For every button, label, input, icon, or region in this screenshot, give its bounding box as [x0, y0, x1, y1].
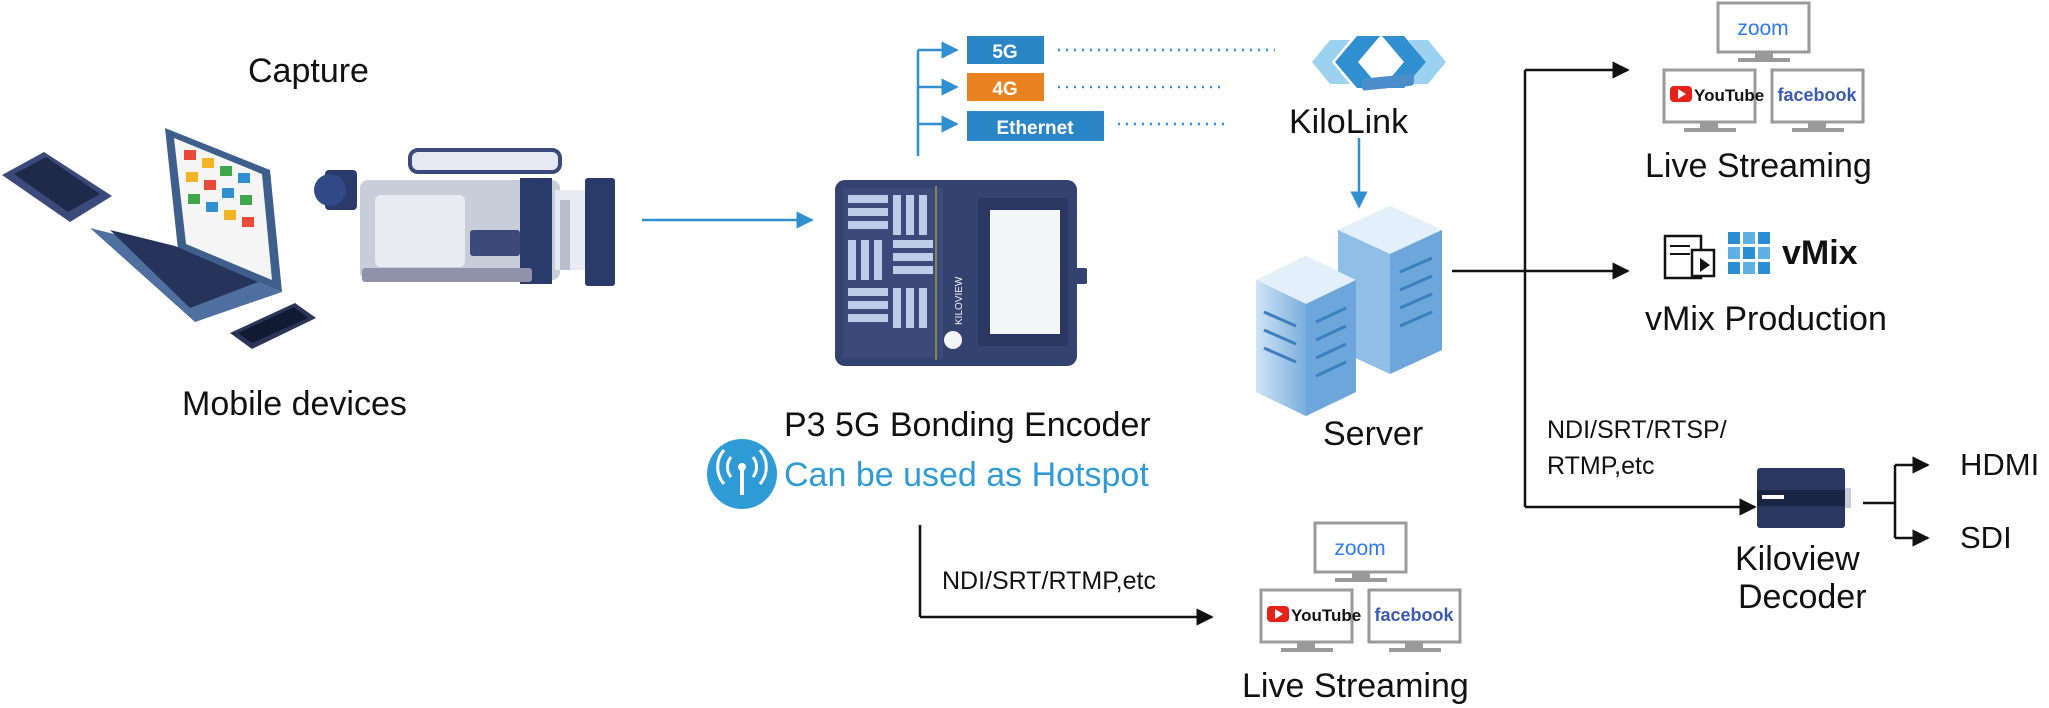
bottom-live-streaming-label: Live Streaming [1242, 667, 1469, 705]
encoder-to-streaming-arrow [918, 525, 1214, 626]
top-zoom-monitor: zoom [1716, 1, 1811, 62]
connection-5g: 5G [967, 36, 1044, 64]
hdmi-output-label: HDMI [1960, 447, 2040, 482]
wifi-hotspot-icon [707, 439, 777, 509]
encoder-title: P3 5G Bonding Encoder [784, 406, 1151, 444]
tablet-icon [2, 152, 112, 222]
decoder-label-line1: Kiloview [1735, 540, 1860, 578]
connection-4g-label: 4G [992, 79, 1017, 100]
bottom-youtube-logo: YouTube [1291, 606, 1361, 625]
kilolink-label: KiloLink [1289, 103, 1409, 141]
vmix-logo-icon: vMix [1728, 232, 1858, 274]
bottom-zoom-monitor: zoom [1313, 521, 1408, 582]
kilolink-dotted-links [1058, 48, 1275, 126]
encoder-uplink-arrows [916, 41, 959, 156]
laptop-icon [90, 128, 282, 322]
server-output-arrows [1452, 61, 1757, 516]
capture-title: Capture [248, 52, 369, 90]
server-icon [1256, 73, 1442, 416]
smartphone-icon [230, 303, 316, 349]
bottom-youtube-monitor: YouTube [1259, 588, 1361, 652]
bottom-facebook-monitor: facebook [1367, 588, 1462, 652]
connection-ethernet: Ethernet [967, 111, 1104, 141]
encoder-device-icon: KILOVIEW [835, 180, 1087, 366]
bottom-protocol-label: NDI/SRT/RTMP,etc [942, 567, 1156, 595]
connection-4g: 4G [967, 73, 1044, 101]
top-live-streaming-label: Live Streaming [1645, 147, 1872, 185]
vmix-production-label: vMix Production [1645, 300, 1887, 338]
kilolink-logo-icon [1312, 36, 1446, 88]
decoder-protocol-line1: NDI/SRT/RTSP/ [1547, 416, 1727, 444]
bottom-zoom-logo: zoom [1334, 537, 1385, 560]
camcorder-icon [314, 148, 615, 286]
decoder-label-line2: Decoder [1738, 578, 1867, 616]
decoder-device-icon [1757, 468, 1851, 528]
bottom-facebook-logo: facebook [1374, 605, 1454, 625]
decoder-output-arrows [1863, 456, 1930, 547]
connection-5g-label: 5G [992, 42, 1017, 63]
mobile-devices-label: Mobile devices [182, 385, 407, 423]
connection-ethernet-label: Ethernet [996, 118, 1074, 139]
vmix-production-icon [1663, 234, 1716, 280]
sdi-output-label: SDI [1960, 520, 2012, 555]
decoder-protocol-line2: RTMP,etc [1547, 452, 1655, 480]
server-label: Server [1323, 415, 1424, 453]
top-zoom-logo: zoom [1737, 17, 1788, 40]
hotspot-label: Can be used as Hotspot [784, 456, 1149, 494]
top-facebook-logo: facebook [1777, 85, 1857, 105]
top-facebook-monitor: facebook [1770, 68, 1865, 132]
encoder-brand-text: KILOVIEW [954, 276, 965, 325]
top-youtube-monitor: YouTube [1662, 68, 1764, 132]
top-youtube-logo: YouTube [1694, 86, 1764, 105]
vmix-logo-text: vMix [1782, 234, 1858, 272]
